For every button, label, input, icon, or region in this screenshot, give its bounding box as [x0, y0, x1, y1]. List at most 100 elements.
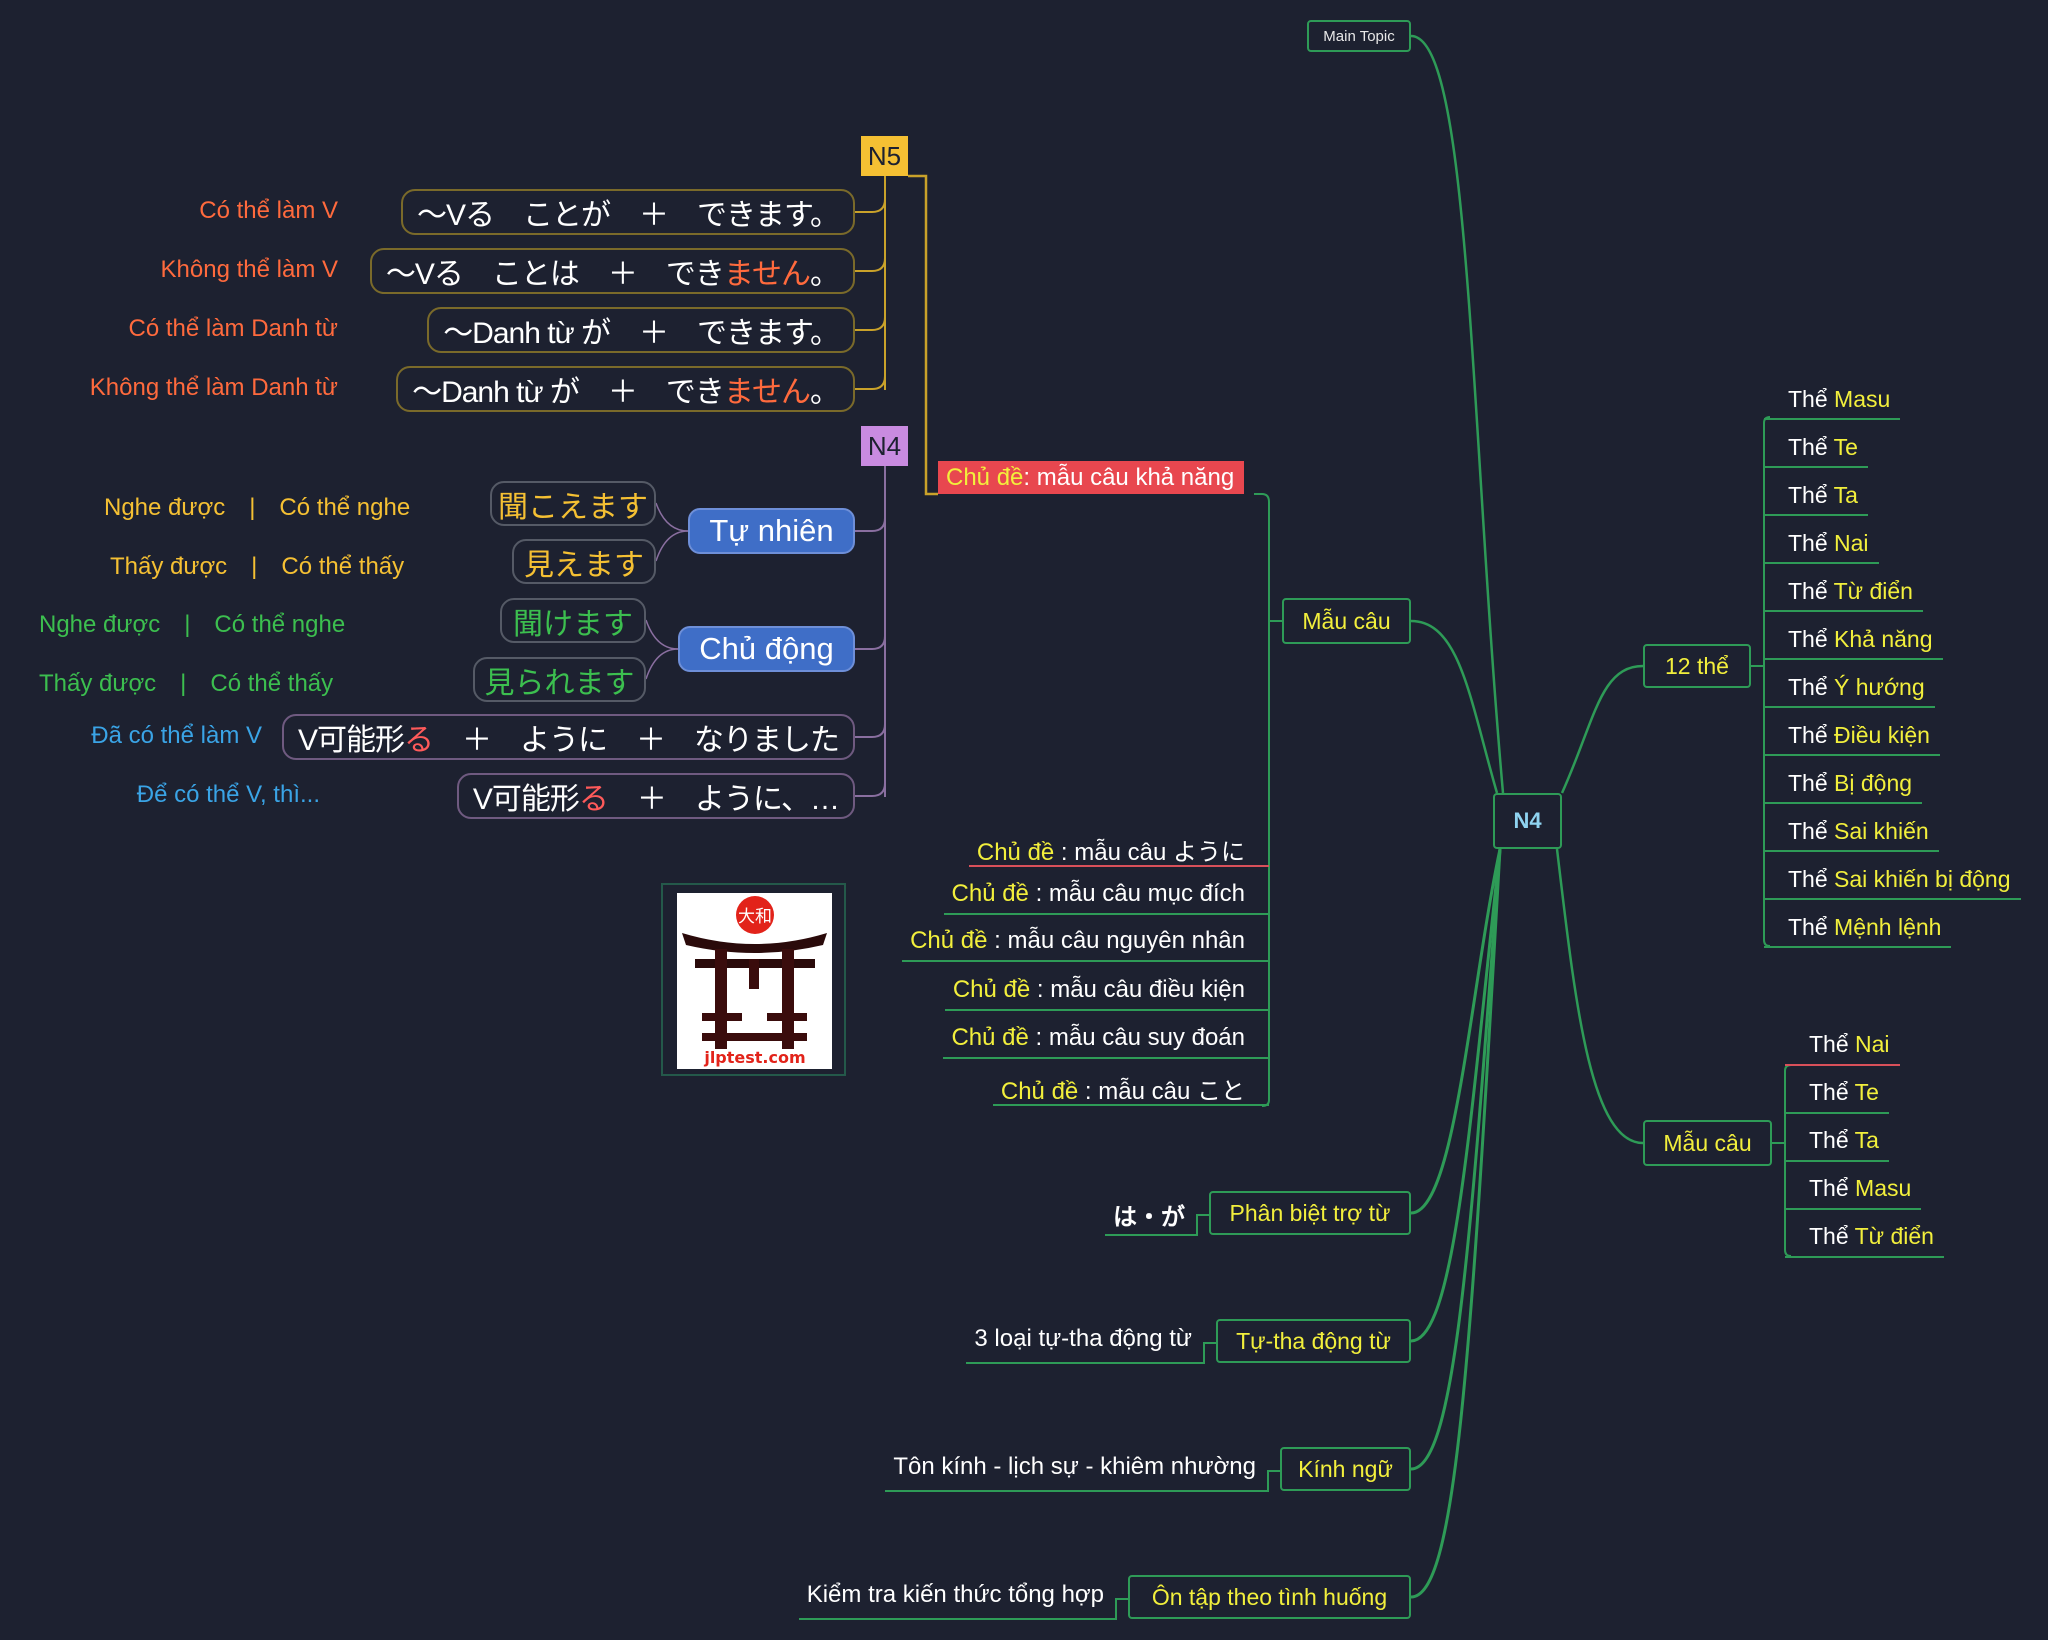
formula-text-end: ＋ ように ＋ なりました	[433, 724, 840, 757]
twelve-forms-node[interactable]: 12 thể	[1643, 644, 1751, 688]
leaf-connector	[1105, 1214, 1209, 1236]
n5-to-topic	[908, 174, 938, 496]
branch-connector	[1410, 848, 1502, 1215]
formula-box[interactable]: ～Vる ことは ＋ できません。	[369, 248, 855, 294]
topic-item[interactable]: Chủ đề : mẫu câu nguyên nhân	[910, 927, 1245, 955]
form-prefix: Thể	[1788, 722, 1828, 748]
topic-item[interactable]: Chủ đề : mẫu câu suy đoán	[951, 1024, 1245, 1052]
main-topic-connector	[1410, 34, 1505, 794]
form-name: Điều kiện	[1834, 722, 1930, 748]
form-prefix: Thể	[1788, 530, 1828, 556]
form-prefix: Thể	[1788, 914, 1828, 940]
form-name: Ta	[1833, 482, 1858, 508]
topic-item[interactable]: Chủ đề : mẫu câu điều kiện	[953, 976, 1245, 1004]
formula-box[interactable]: ～Danh từ が ＋ できません。	[396, 366, 855, 412]
form-name: Te	[1833, 434, 1858, 460]
formula-meaning: Có thể làm Danh từ	[128, 315, 339, 342]
formula-text-end: 。	[810, 376, 840, 409]
form-name: Masu	[1834, 386, 1891, 412]
leaf-connector	[799, 1598, 1128, 1620]
form-item[interactable]: Thể Nai	[1788, 530, 1869, 557]
form-item[interactable]: Thể Ý hướng	[1788, 674, 1925, 701]
formula-box[interactable]: ～Danh từ が ＋ できます。	[427, 307, 855, 353]
formula-text: ～Vる ことは ＋ でき	[385, 258, 725, 291]
verb-connector	[655, 502, 689, 532]
form-item[interactable]: Thể Từ điển	[1788, 578, 1913, 605]
form-item[interactable]: Thể Từ điển	[1809, 1223, 1934, 1250]
form-item[interactable]: Thể Masu	[1788, 386, 1890, 413]
verb-box[interactable]: 聞こえます	[490, 481, 656, 526]
form-name: Bị động	[1834, 770, 1913, 796]
formula-highlight: ません	[723, 376, 811, 409]
form-prefix: Thể	[1788, 818, 1828, 844]
level-n5-label[interactable]: N5	[861, 136, 908, 176]
form-item[interactable]: Thể Te	[1809, 1079, 1879, 1106]
branch-leaf[interactable]: は・が	[1113, 1204, 1185, 1231]
topic-rest: : mẫu câu khả năng	[1023, 463, 1235, 491]
level-n4-label[interactable]: N4	[861, 426, 908, 466]
form-name: Nai	[1855, 1031, 1890, 1057]
formula-text: ～Danh từ が ＋ でき	[412, 376, 725, 409]
leaf-connector	[885, 1470, 1280, 1492]
branch-node[interactable]: Tự-tha động từ	[1216, 1319, 1411, 1363]
central-node-n4[interactable]: N4	[1493, 793, 1562, 849]
mau-cau-right-node[interactable]: Mẫu câu	[1643, 1120, 1772, 1166]
form-prefix: Thể	[1809, 1031, 1849, 1057]
form-prefix: Thể	[1809, 1079, 1849, 1105]
form-item[interactable]: Thể Điều kiện	[1788, 722, 1930, 749]
mau-cau-right-connector	[1555, 848, 1644, 1145]
form-item[interactable]: Thể Nai	[1809, 1031, 1890, 1058]
branch-connector	[1410, 848, 1502, 1599]
formula-meaning: Có thể làm V	[199, 197, 338, 224]
branch-leaf[interactable]: Kiểm tra kiến thức tổng hợp	[806, 1581, 1104, 1608]
n5-connector	[855, 375, 886, 390]
branch-leaf[interactable]: Tôn kính - lịch sự - khiêm nhường	[893, 1453, 1256, 1480]
verb-meaning: Thấy được | Có thể thấy	[39, 670, 334, 697]
mau-cau-left-node[interactable]: Mẫu câu	[1282, 598, 1411, 644]
branch-node[interactable]: Phân biệt trợ từ	[1209, 1191, 1411, 1235]
verb-box[interactable]: 見えます	[512, 539, 656, 584]
formula-meaning: Để có thể V, thì...	[136, 781, 320, 808]
form-prefix: Thể	[1788, 578, 1828, 604]
topics-trunk	[1254, 493, 1270, 1107]
branch-node[interactable]: Kính ngữ	[1280, 1447, 1411, 1491]
main-topic-node[interactable]: Main Topic	[1307, 20, 1411, 52]
topic-item[interactable]: Chủ đề : mẫu câu こと	[1001, 1071, 1245, 1106]
form-item[interactable]: Thể Mệnh lệnh	[1788, 914, 1941, 941]
formula-text-end: 。	[810, 258, 840, 291]
form-prefix: Thể	[1788, 866, 1828, 892]
topic-prefix: Chủ đề	[976, 839, 1055, 866]
logo-text: jlptest.com	[703, 1048, 805, 1067]
n4-connector	[855, 635, 886, 650]
formula-meaning: Không thể làm Danh từ	[89, 374, 338, 401]
form-item[interactable]: Thể Ta	[1788, 482, 1858, 509]
form-name: Khả năng	[1834, 626, 1933, 652]
branch-leaf[interactable]: 3 loại tự-tha động từ	[974, 1325, 1192, 1352]
form-item[interactable]: Thể Te	[1788, 434, 1858, 461]
verb-box[interactable]: 見られます	[473, 657, 646, 702]
form-name: Ta	[1854, 1127, 1879, 1153]
form-prefix: Thể	[1788, 770, 1828, 796]
topic-item[interactable]: Chủ đề : mẫu câu ように	[977, 832, 1245, 867]
form-item[interactable]: Thể Khả năng	[1788, 626, 1933, 653]
verb-connector	[645, 648, 679, 680]
form-prefix: Thể	[1809, 1175, 1849, 1201]
verb-box[interactable]: 聞けます	[500, 598, 646, 643]
form-item[interactable]: Thể Bị động	[1788, 770, 1912, 797]
formula-text-end: ＋ ように、…	[607, 783, 840, 816]
formula-highlight: る	[578, 783, 609, 816]
formula-box[interactable]: ～Vる ことが ＋ できます。	[400, 189, 855, 235]
group-node[interactable]: Chủ động	[678, 626, 855, 672]
formula-box[interactable]: V可能形る ＋ ように、…	[456, 773, 855, 819]
form-item[interactable]: Thể Ta	[1809, 1127, 1879, 1154]
group-node[interactable]: Tự nhiên	[688, 508, 855, 554]
topic-prefix: Chủ đề	[951, 1024, 1029, 1051]
form-item[interactable]: Thể Sai khiến bị động	[1788, 866, 2011, 893]
topic-kha-nang[interactable]: Chủ đề : mẫu câu khả năng	[938, 461, 1245, 494]
form-item[interactable]: Thể Masu	[1809, 1175, 1911, 1202]
formula-box[interactable]: V可能形る ＋ ように ＋ なりました	[281, 714, 855, 760]
form-item[interactable]: Thể Sai khiến	[1788, 818, 1929, 845]
branch-node[interactable]: Ôn tập theo tình huống	[1128, 1575, 1411, 1619]
topic-item[interactable]: Chủ đề : mẫu câu mục đích	[952, 880, 1245, 908]
